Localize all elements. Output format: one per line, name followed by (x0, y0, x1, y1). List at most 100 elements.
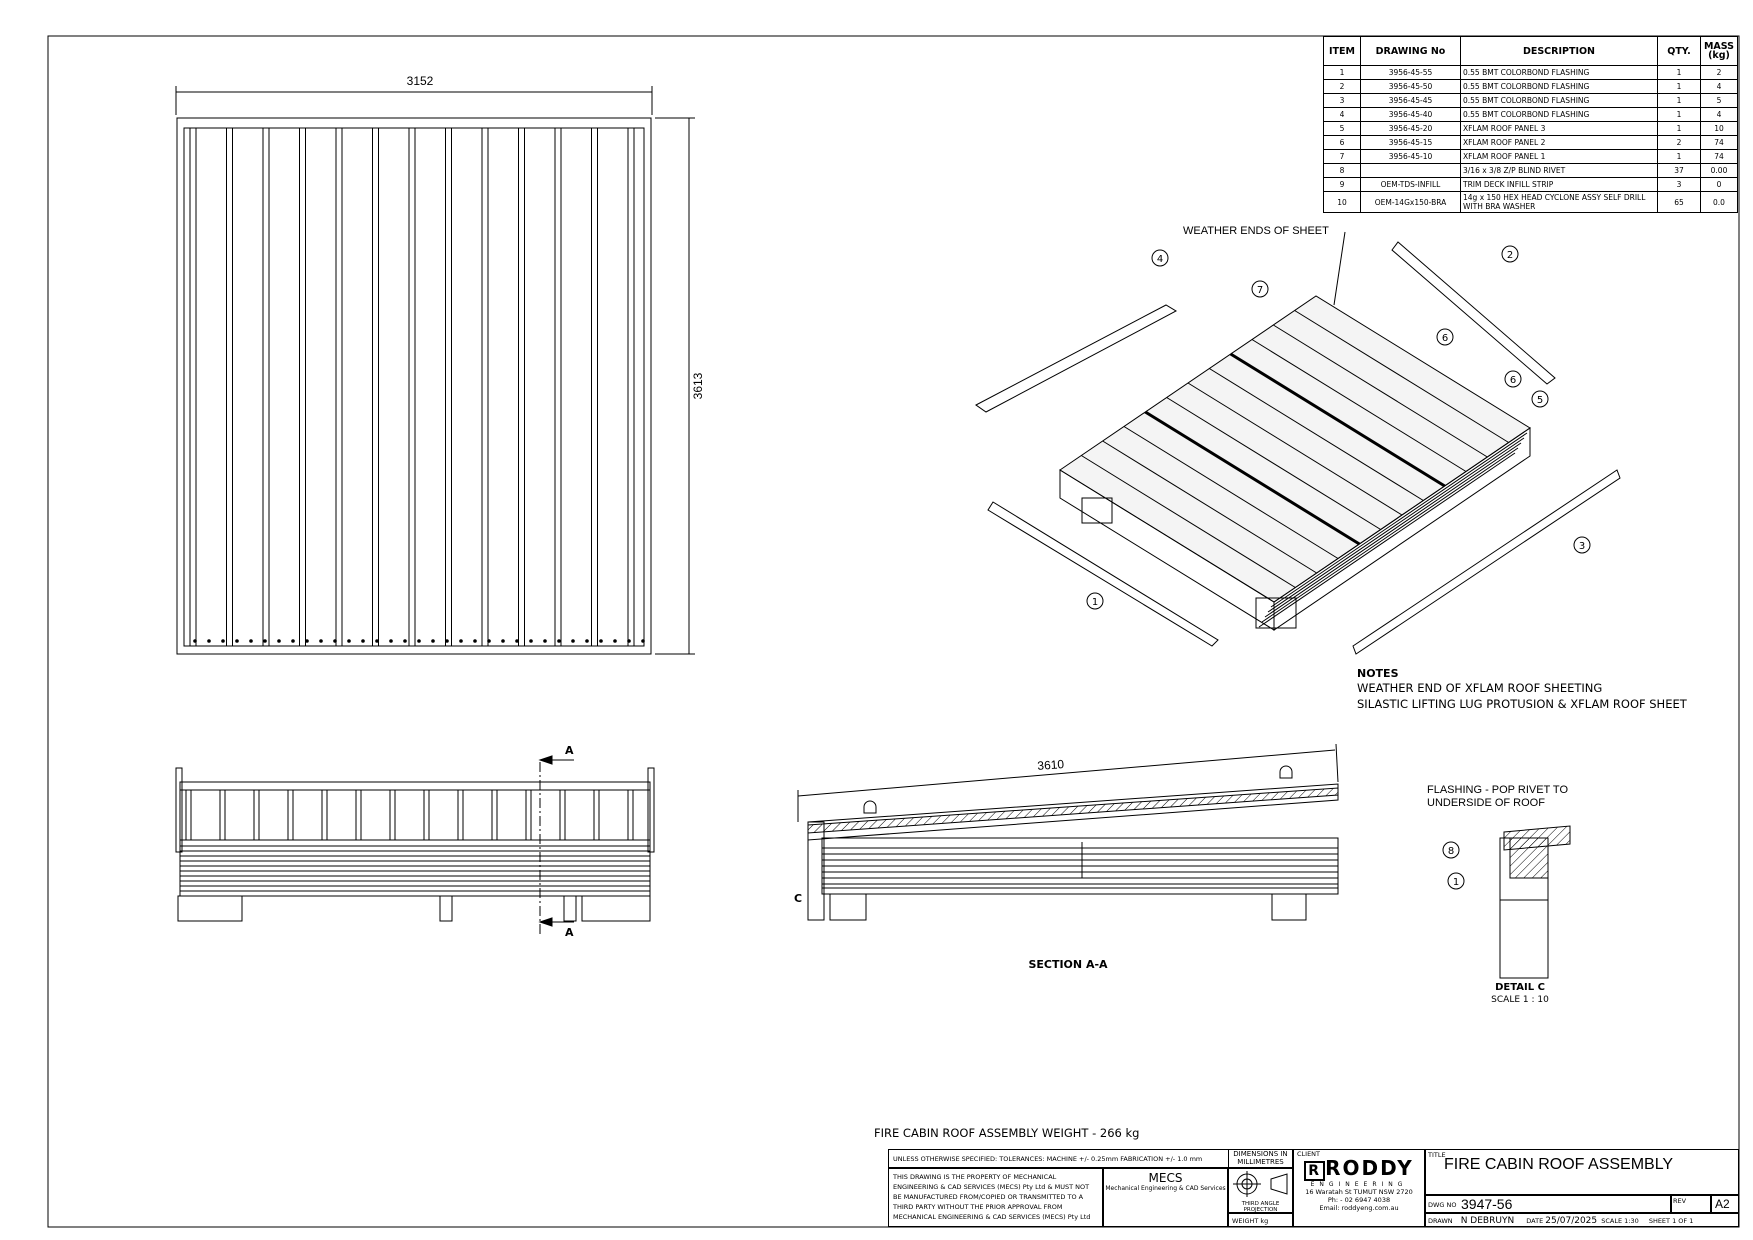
sheet: SHEET 1 OF 1 (1648, 1217, 1694, 1225)
fastener (235, 639, 239, 643)
front-view (175, 755, 655, 935)
detail-title: DETAIL C (1495, 982, 1545, 993)
fastener (389, 639, 393, 643)
bom-cell-desc: 0.55 BMT COLORBOND FLASHING (1460, 93, 1658, 108)
bom-cell-drawing: 3956-45-55 (1360, 65, 1461, 80)
fastener (193, 639, 197, 643)
fastener (557, 639, 561, 643)
drawn-row: DRAWN N DEBRUYN DATE 25/07/2025 SCALE 1:… (1425, 1213, 1739, 1227)
item-balloon-number: 5 (1537, 395, 1543, 406)
fastener (515, 639, 519, 643)
bom-cell-drawing: OEM-TDS-INFILL (1360, 177, 1461, 192)
bom-cell-qty: 1 (1657, 107, 1701, 122)
bom-cell-qty: 1 (1657, 79, 1701, 94)
bom-cell-item: 1 (1323, 65, 1361, 80)
fastener (333, 639, 337, 643)
item-balloon (1531, 390, 1549, 408)
item-balloon-number: 4 (1157, 254, 1163, 265)
notes-line-1: WEATHER END OF XFLAM ROOF SHEETING (1357, 681, 1603, 695)
roof-sheet-rib (1209, 368, 1424, 501)
rev-value: A2 (1711, 1195, 1739, 1213)
title-label: TITLE (1428, 1151, 1446, 1159)
isometric-view (975, 231, 1621, 655)
fastener (291, 639, 295, 643)
fastener (459, 639, 463, 643)
roof-sheet-rib (1251, 339, 1467, 472)
bom-cell-drawing: 3956-45-45 (1360, 93, 1461, 108)
detail-note-line-1: FLASHING - POP RIVET TO (1427, 784, 1568, 796)
detail-c-view (1499, 825, 1571, 979)
detail-balloon (1447, 872, 1465, 890)
item-balloon (1151, 249, 1169, 267)
client-name: RODDY (1325, 1156, 1414, 1180)
fastener (305, 639, 309, 643)
fastener (277, 639, 281, 643)
bom-cell-drawing (1360, 163, 1461, 178)
fastener (613, 639, 617, 643)
roof-sheet-rib (1273, 324, 1488, 458)
wall-stripe (1261, 447, 1519, 623)
bom-cell-item: 3 (1323, 93, 1361, 108)
date-label: DATE (1526, 1217, 1544, 1225)
title-box: TITLE FIRE CABIN ROOF ASSEMBLY (1425, 1149, 1739, 1195)
bom-header: DESCRIPTION (1460, 36, 1658, 66)
fastener (319, 639, 323, 643)
section-title: SECTION A-A (1028, 958, 1108, 971)
fastener (431, 639, 435, 643)
fastener (501, 639, 505, 643)
date: 25/07/2025 (1545, 1216, 1598, 1226)
client-label: CLIENT (1297, 1150, 1321, 1158)
bom-header: ITEM (1323, 36, 1361, 66)
fastener (417, 639, 421, 643)
bom-cell-mass: 10 (1700, 121, 1738, 136)
fastener (375, 639, 379, 643)
bom-cell-qty: 1 (1657, 121, 1701, 136)
item-balloon (1501, 245, 1519, 263)
fastener (571, 639, 575, 643)
wall-stripe (1264, 442, 1522, 618)
drawing-title: FIRE CABIN ROOF ASSEMBLY (1444, 1156, 1674, 1173)
item-balloon (1086, 592, 1104, 610)
bom-cell-mass: 4 (1700, 107, 1738, 122)
bom-cell-qty: 1 (1657, 65, 1701, 80)
fastener (599, 639, 603, 643)
notes-title: NOTES (1357, 667, 1399, 680)
dwg-no-box: DWG NO 3947-56 (1425, 1195, 1671, 1213)
item-balloon-number: 2 (1507, 250, 1513, 261)
fastener (627, 639, 631, 643)
fastener (529, 639, 533, 643)
fastener (263, 639, 267, 643)
bom-cell-desc: 0.55 BMT COLORBOND FLASHING (1460, 107, 1658, 122)
dwg-no: 3947-56 (1461, 1196, 1513, 1212)
item-balloon (1504, 370, 1522, 388)
item-balloon (1436, 328, 1454, 346)
bom-cell-drawing: 3956-45-20 (1360, 121, 1461, 136)
projection-box: THIRD ANGLE PROJECTION (1228, 1168, 1293, 1213)
section-marker-top: A (565, 744, 574, 757)
bom-cell-item: 4 (1323, 107, 1361, 122)
item-balloon-number: 6 (1442, 333, 1448, 344)
bom-cell-qty: 2 (1657, 135, 1701, 150)
fastener (445, 639, 449, 643)
weight-label: WEIGHT kg (1228, 1213, 1293, 1227)
bom-cell-mass: 0 (1700, 177, 1738, 192)
fastener (207, 639, 211, 643)
section-marker-bottom: A (565, 926, 574, 939)
fastener (221, 639, 225, 643)
property-notice: THIS DRAWING IS THE PROPERTY OF MECHANIC… (888, 1168, 1103, 1227)
detail-note-line-2: UNDERSIDE OF ROOF (1427, 797, 1545, 809)
fastener (487, 639, 491, 643)
bom-cell-desc: 0.55 BMT COLORBOND FLASHING (1460, 79, 1658, 94)
bom-header: MASS (kg) (1700, 36, 1738, 66)
bom-cell-qty: 37 (1657, 163, 1701, 178)
bom-cell-item: 8 (1323, 163, 1361, 178)
bom-cell-drawing: 3956-45-15 (1360, 135, 1461, 150)
bom-header: QTY. (1657, 36, 1701, 66)
